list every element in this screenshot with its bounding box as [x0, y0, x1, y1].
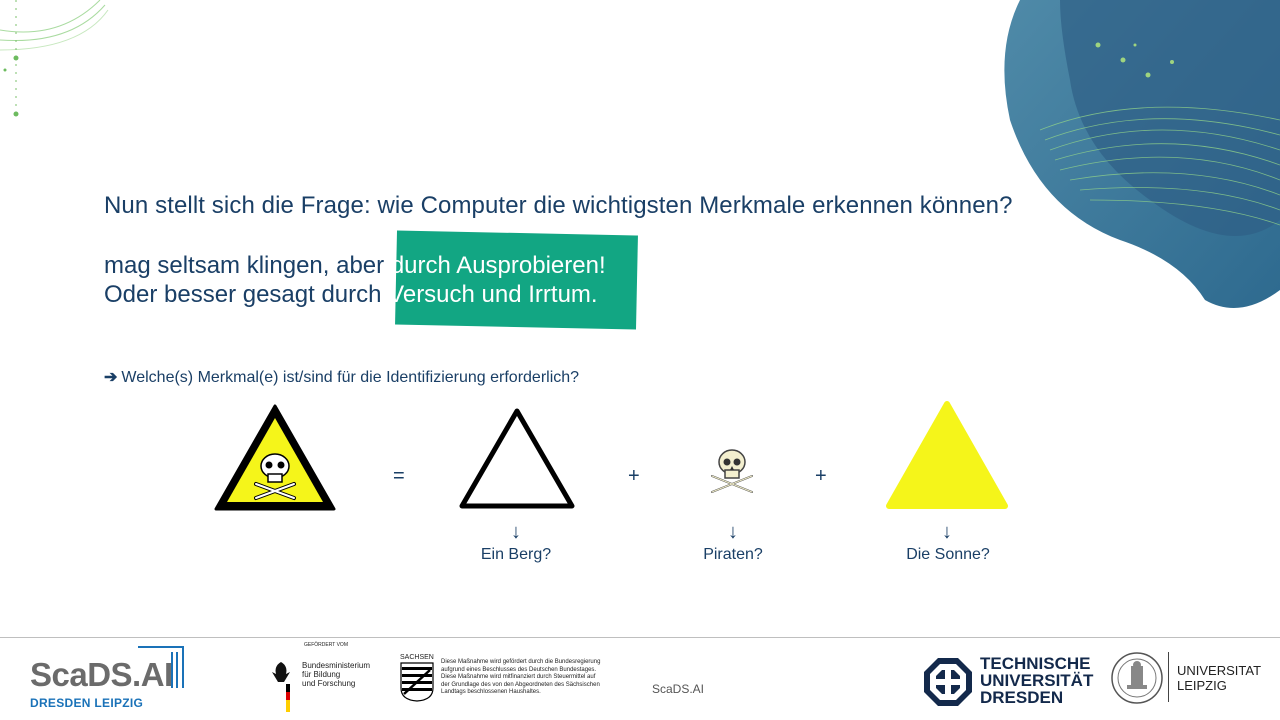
uni-leipzig-name: UNIVERSITAT LEIPZIG — [1177, 663, 1261, 693]
tu-dresden-line-3: DRESDEN — [980, 688, 1064, 707]
caption-sun: Die Sonne? — [906, 546, 990, 563]
sachsen-funding-text: Diese Maßnahme wird gefördert durch die … — [441, 659, 621, 697]
equals-sign: = — [393, 465, 405, 487]
black-triangle-outline-icon — [459, 408, 575, 509]
skull-crossbones-icon — [711, 449, 753, 493]
bmbf-name-line-3: und Forschung — [302, 679, 356, 688]
bmbf-funded-label: GEFÖRDERT VOM — [304, 642, 348, 648]
statement-line-1-text: mag seltsam klingen, aber — [104, 252, 391, 279]
sachsen-coat-of-arms-icon — [400, 662, 434, 702]
plus-sign-1: + — [628, 465, 640, 487]
top-right-decoration — [1004, 0, 1280, 308]
tu-dresden-line-1: TECHNISCHE — [980, 654, 1091, 673]
top-left-decoration — [0, 0, 109, 117]
toxic-warning-sign-icon — [214, 404, 336, 511]
scads-logo-bars-icon — [138, 646, 184, 688]
statement-line-2-highlight: Versuch und Irrtum. — [388, 281, 598, 308]
caption-pirates: Piraten? — [703, 546, 763, 563]
seal-divider — [1168, 652, 1169, 702]
yellow-triangle-icon — [886, 401, 1008, 509]
bmbf-name-line-2: für Bildung — [302, 670, 341, 679]
tu-dresden-name: TECHNISCHE UNIVERSITÄT DRESDEN — [980, 655, 1093, 706]
footer-divider — [0, 637, 1280, 638]
statement-line-2-text: Oder besser gesagt durch — [104, 281, 389, 308]
sub-question-text: Welche(s) Merkmal(e) ist/sind für die Id… — [121, 369, 580, 386]
down-arrow-1: ↓ — [511, 521, 521, 543]
sub-question: ➔Welche(s) Merkmal(e) ist/sind für die I… — [104, 367, 579, 387]
down-arrow-2: ↓ — [728, 521, 738, 543]
uni-leipzig-line-1: UNIVERSITAT — [1177, 663, 1262, 678]
sachsen-text-line-3: Diese Maßnahme wird mitfinanziert durch … — [441, 674, 596, 680]
scads-logo: ScaDS.AI — [30, 656, 173, 693]
sachsen-text-line-2: aufgrund eines Beschlusses des Deutschen… — [441, 666, 597, 673]
sachsen-text-line-5: Landtags beschlossenen Haushaltes. — [441, 689, 541, 695]
down-arrow-3: ↓ — [942, 521, 952, 543]
highlight-box — [395, 230, 638, 330]
bmbf-name: Bundesministerium für Bildung und Forsch… — [302, 661, 370, 688]
caption-mountain: Ein Berg? — [480, 546, 552, 563]
statement-line-1: mag seltsam klingen, aber durch Ausprobi… — [104, 252, 606, 280]
uni-leipzig-line-2: LEIPZIG — [1177, 678, 1227, 693]
tu-dresden-line-2: UNIVERSITÄT — [980, 671, 1094, 690]
sachsen-text-line-1: Diese Maßnahme wird gefördert durch die … — [441, 659, 601, 665]
german-eagle-icon — [272, 662, 290, 712]
sachsen-label: SACHSEN — [400, 654, 434, 661]
plus-sign-2: + — [815, 465, 827, 487]
statement-line-2: Oder besser gesagt durch Versuch und Irr… — [104, 281, 598, 309]
footer-center-label: ScaDS.AI — [652, 682, 705, 696]
bmbf-name-line-1: Bundesministerium — [302, 661, 371, 670]
statement-line-1-highlight: durch Ausprobieren! — [390, 252, 606, 279]
arrow-right-icon: ➔ — [104, 369, 118, 386]
sachsen-text-line-4: der Grundlage des von den Abgeordneten d… — [441, 681, 600, 688]
uni-leipzig-seal-icon — [1111, 652, 1163, 704]
scads-logo-subtitle: DRESDEN LEIPZIG — [30, 696, 144, 710]
tu-dresden-logo-icon — [924, 658, 972, 706]
main-question: Nun stellt sich die Frage: wie Computer … — [104, 192, 1013, 219]
